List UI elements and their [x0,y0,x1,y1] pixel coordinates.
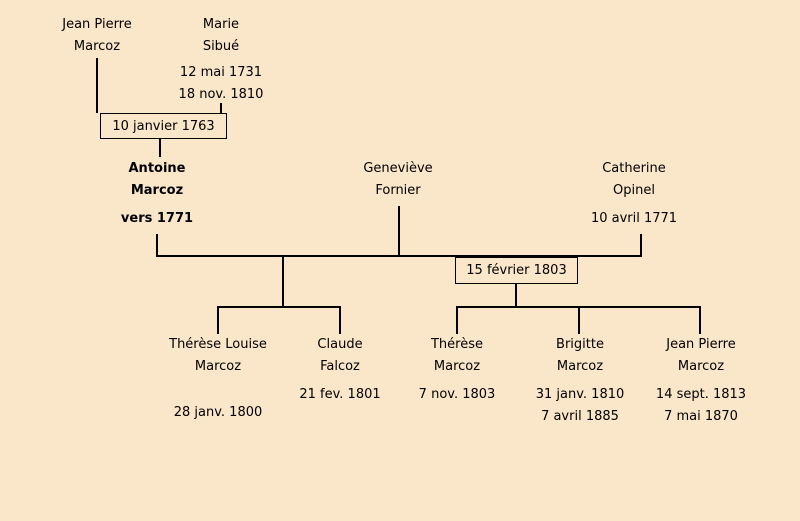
person-node-jean-pierre-marcoz-jr[interactable]: Jean Pierre Marcoz 14 sept. 1813 7 mai 1… [640,334,762,428]
person-name-line: Thérèse [430,337,483,352]
person-date-line: 21 fev. 1801 [299,387,381,402]
person-name-line: Falcoz [320,359,360,374]
person-name-line: Antoine [128,161,186,176]
person-name-line: Jean Pierre [666,337,736,352]
person-date-line: 7 nov. 1803 [418,387,496,402]
person-name-line: Marcoz [194,359,242,374]
person-node-antoine-marcoz[interactable]: Antoine Marcoz vers 1771 [97,158,217,230]
person-name-line: Jean Pierre [62,17,132,32]
connector-line-jean-pierre-sr-drop [96,58,98,113]
person-name-line: Marie [202,17,240,32]
person-name-line: Brigitte [556,337,604,352]
connector-line-stub-therese-louise [217,306,219,334]
person-node-marie-sibue[interactable]: Marie Sibué 12 mai 1731 18 nov. 1810 [161,14,281,106]
connector-line-genevieve-drop [398,206,400,257]
person-name-line: Catherine [602,161,666,176]
person-name-line: Marcoz [130,183,184,198]
person-name-line: Fornier [375,183,421,198]
person-node-jean-pierre-marcoz-sr[interactable]: Jean Pierre Marcoz [37,14,157,58]
person-date-line: 31 janv. 1810 [535,387,625,402]
marriage-date-label: 10 janvier 1763 [112,118,215,134]
person-name-line: Marcoz [677,359,725,374]
connector-line-marriage1763-to-antoine [159,139,161,157]
person-date-line: 10 avril 1771 [590,211,678,226]
marriage-box-1763[interactable]: 10 janvier 1763 [100,113,227,139]
connector-line-catherine-drop [640,234,642,257]
connector-line-stub-claude [339,306,341,334]
connector-line-union-horizontal [156,255,642,257]
person-node-therese-louise-marcoz[interactable]: Thérèse Louise Marcoz 28 janv. 1800 [158,334,278,424]
person-date-line: 12 mai 1731 [179,65,263,80]
person-name-line: Marcoz [556,359,604,374]
person-name-line: Geneviève [363,161,433,176]
connector-line-antoine-drop [156,234,158,257]
connector-line-stub-brigitte [578,306,580,334]
person-date-line: 7 avril 1885 [541,409,619,424]
person-node-genevieve-fornier[interactable]: Geneviève Fornier [338,158,458,202]
person-date-line: 7 mai 1870 [664,409,738,424]
person-date-line: 14 sept. 1813 [655,387,747,402]
connector-line-left-sibling-bar [217,306,341,308]
connector-line-marriage1803-children-drop [515,284,517,308]
person-name-line: Sibué [202,39,240,54]
person-node-brigitte-marcoz[interactable]: Brigitte Marcoz 31 janv. 1810 7 avril 18… [519,334,641,428]
person-date-line: 28 janv. 1800 [173,405,263,420]
person-name-line: Claude [317,337,363,352]
person-date-line: vers 1771 [120,211,194,226]
connector-line-stub-therese [456,306,458,334]
person-name-line: Marcoz [433,359,481,374]
connector-line-marie-drop [220,103,222,113]
person-name-line: Thérèse Louise [169,337,267,352]
person-node-claude-falcoz[interactable]: Claude Falcoz 21 fev. 1801 [280,334,400,406]
person-node-catherine-opinel[interactable]: Catherine Opinel 10 avril 1771 [570,158,698,230]
connector-line-stub-jean-pierre-jr [699,306,701,334]
marriage-box-1803[interactable]: 15 février 1803 [455,257,578,284]
connector-line-left-children-drop [282,255,284,308]
person-node-therese-marcoz[interactable]: Thérèse Marcoz 7 nov. 1803 [397,334,517,406]
person-name-line: Opinel [613,183,655,198]
person-date-line: 18 nov. 1810 [178,87,264,102]
person-name-line: Marcoz [73,39,121,54]
marriage-date-label: 15 février 1803 [466,263,567,278]
